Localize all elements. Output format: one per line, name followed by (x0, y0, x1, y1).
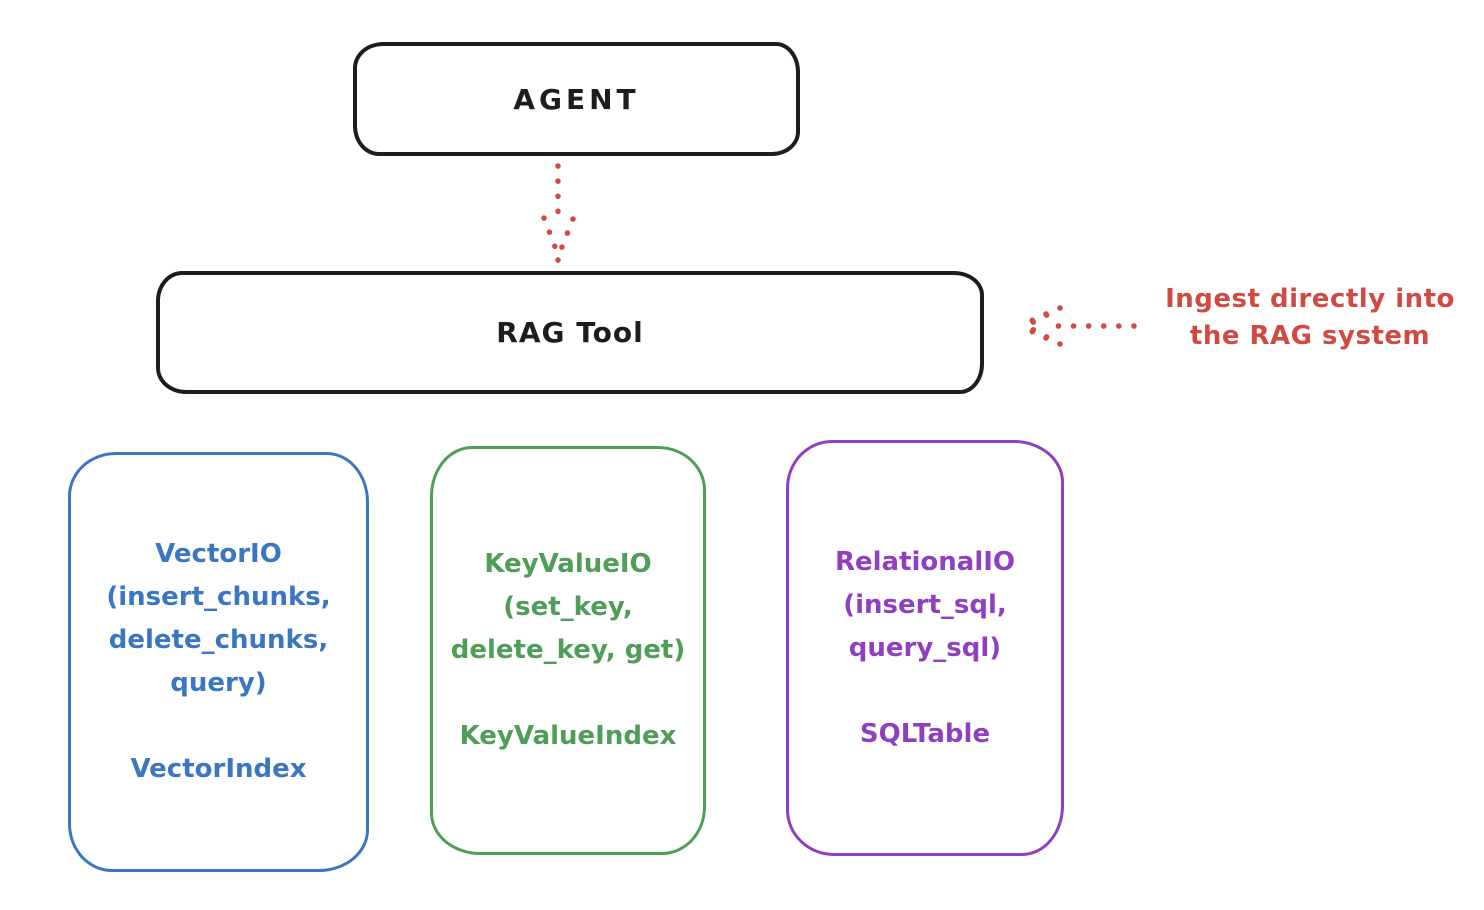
keyvalue-index-label: KeyValueIndex (459, 721, 677, 751)
vector-io-title-line: VectorIO (155, 539, 282, 569)
ingest-annotation: Ingest directly into the RAG system (1136, 281, 1484, 355)
keyvalue-io-title-line: KeyValueIO (484, 549, 652, 579)
vector-io-title-line: query) (170, 668, 267, 698)
ingest-annotation-line1: Ingest directly into (1165, 284, 1455, 314)
relational-io-title-line: RelationalIO (834, 546, 1016, 577)
keyvalue-io-title-line: delete_key, get) (450, 635, 686, 665)
vector-index-label: VectorIndex (130, 754, 307, 784)
agent-box: AGENT (353, 42, 800, 156)
vector-io-title-line: (insert_chunks, (106, 582, 331, 612)
vector-io-title-line: delete_chunks, (108, 625, 329, 655)
sql-table-label: SQLTable (859, 718, 991, 749)
left-arrow-icon (1019, 305, 1137, 347)
relational-io-box: RelationalIO (insert_sql, query_sql) SQL… (786, 440, 1064, 856)
rag-tool-label: RAG Tool (496, 316, 644, 349)
vector-io-box: VectorIO (insert_chunks, delete_chunks, … (68, 452, 369, 872)
agent-label: AGENT (513, 82, 640, 116)
ingest-annotation-line2: the RAG system (1189, 321, 1431, 351)
keyvalue-io-title-line: (set_key, (503, 592, 633, 622)
keyvalue-io-box: KeyValueIO (set_key, delete_key, get) Ke… (430, 446, 706, 855)
down-arrow-icon (541, 163, 576, 263)
rag-tool-box: RAG Tool (156, 271, 984, 394)
relational-io-title-line: query_sql) (848, 632, 1002, 663)
relational-io-title-line: (insert_sql, (843, 589, 1007, 620)
